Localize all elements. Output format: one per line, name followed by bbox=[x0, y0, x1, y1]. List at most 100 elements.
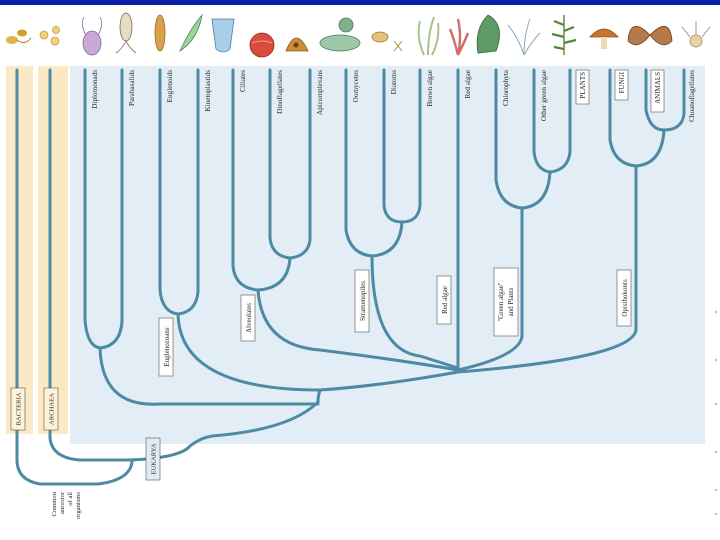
branch-stramenopiles bbox=[370, 254, 460, 370]
red-algae-box bbox=[436, 275, 452, 325]
archaea-panel bbox=[38, 66, 68, 434]
taxon-label: Oomycetes bbox=[352, 70, 360, 103]
animals-box bbox=[650, 69, 665, 113]
eukarya-panel bbox=[70, 66, 705, 444]
taxon-label: Red algae bbox=[464, 70, 472, 99]
branch-diplo-para bbox=[98, 346, 320, 406]
taxon-label-animals: ANIMALS bbox=[654, 72, 662, 104]
branch-chlorophyta bbox=[494, 68, 524, 210]
taxon-label: Apicomplexans bbox=[316, 70, 324, 115]
branch-euglenoids bbox=[158, 68, 180, 316]
branch-root bbox=[96, 460, 134, 486]
taxon-label: Kinetoplastids bbox=[204, 70, 212, 112]
brown-alga-icon bbox=[417, 16, 440, 56]
chlorophyte-icon bbox=[476, 14, 500, 54]
clade-label-opisthokonts: Opisthokonts bbox=[621, 279, 629, 317]
title-banner bbox=[0, 0, 720, 5]
taxon-label: Diatoms bbox=[390, 70, 398, 95]
apicomplexan-icon bbox=[285, 37, 309, 52]
root-label-line: of all bbox=[67, 492, 74, 506]
branch-diplomonads bbox=[83, 68, 102, 350]
branch-dino-apic bbox=[256, 256, 292, 292]
branch-diatoms bbox=[382, 68, 404, 224]
branch-ciliates bbox=[231, 68, 260, 292]
bacteria-icon bbox=[6, 29, 32, 44]
taxon-label: Other green algae bbox=[540, 70, 548, 121]
branch-plants bbox=[548, 68, 572, 174]
clade-label-red-algae: Red algae bbox=[441, 286, 449, 314]
branch-anim-choano bbox=[634, 128, 666, 168]
branch-parabasalids bbox=[98, 68, 124, 350]
domain-labels: BACTERIA ARCHAEA EUKARYA bbox=[10, 387, 161, 481]
branch-crown bbox=[316, 370, 460, 404]
taxon-label: Diplomonads bbox=[91, 70, 99, 109]
clade-label-green-algae: "Green algae" bbox=[497, 282, 505, 321]
bacteria-domain-box bbox=[10, 387, 26, 431]
edge-artifact-dots bbox=[715, 311, 717, 515]
root-label-line: ancestor bbox=[59, 491, 66, 514]
branch-other-green bbox=[532, 68, 552, 174]
mushroom-icon bbox=[589, 28, 619, 49]
parabasalid-icon bbox=[115, 12, 137, 54]
clade-label-and-plants: and Plants bbox=[507, 287, 515, 316]
taxon-label-fungi: FUNGI bbox=[618, 71, 626, 93]
branch-alveolates bbox=[256, 288, 460, 372]
branch-brown-algae bbox=[400, 68, 422, 224]
branch-kinetoplastids bbox=[176, 68, 200, 316]
taxon-label-plants: PLANTS bbox=[579, 72, 587, 99]
oomycete-icon bbox=[319, 17, 361, 52]
red-alga-icon bbox=[448, 18, 470, 56]
green-alga-icon bbox=[507, 18, 541, 56]
branch-euglenozoa bbox=[176, 312, 322, 392]
root-label: Common ancestor of all organisms bbox=[51, 491, 82, 519]
branch-apicomplexans bbox=[288, 68, 312, 260]
taxon-label: Chlorophyta bbox=[502, 69, 510, 106]
archaea-icon bbox=[39, 26, 60, 46]
taxon-label: Dinoflagellates bbox=[276, 70, 284, 114]
branch-animals bbox=[644, 68, 666, 132]
domain-label-eukarya: EUKARYA bbox=[151, 443, 158, 474]
domain-label-archaea: ARCHAEA bbox=[49, 393, 56, 425]
choanoflagellate-icon bbox=[681, 21, 711, 48]
branch-diat-brown bbox=[370, 220, 404, 258]
branch-eukarya-stem bbox=[210, 400, 320, 438]
organism-illustration-strip bbox=[6, 12, 711, 58]
root-label-line: Common bbox=[51, 491, 58, 516]
domain-label-bacteria: BACTERIA bbox=[16, 392, 23, 425]
stramenopiles-box bbox=[354, 269, 370, 333]
branch-og-plants bbox=[520, 170, 552, 210]
branch-oomycetes bbox=[344, 68, 374, 258]
alveolates-box bbox=[240, 294, 256, 342]
branch-opisthokonts bbox=[456, 164, 638, 374]
tree-branches bbox=[15, 68, 686, 486]
fungi-box bbox=[614, 69, 629, 101]
clade-labels: Euglenozoans Alveolates Stramenopiles Re… bbox=[158, 267, 632, 377]
ciliate-icon bbox=[211, 18, 235, 53]
fern-icon bbox=[551, 15, 577, 55]
root-label-line: organisms bbox=[75, 492, 82, 519]
opisthokonts-box bbox=[616, 269, 632, 327]
euglenoid-icon bbox=[154, 14, 166, 52]
clade-label-stramenopiles: Stramenopiles bbox=[359, 281, 367, 321]
taxon-label: Parabasalids bbox=[128, 70, 136, 106]
branch-choano bbox=[662, 68, 686, 132]
kinetoplastid-icon bbox=[179, 13, 203, 53]
diplomonad-icon bbox=[82, 16, 102, 56]
taxon-label: Ciliates bbox=[239, 70, 247, 92]
euglenozoans-box bbox=[158, 317, 174, 377]
branch-archaea bbox=[48, 68, 132, 462]
archaea-domain-box bbox=[43, 387, 59, 431]
eukarya-domain-box bbox=[145, 437, 161, 481]
clade-label-euglenozoans: Euglenozoans bbox=[163, 327, 171, 367]
branch-dinoflagellates bbox=[268, 68, 292, 260]
green-algae-box bbox=[493, 267, 519, 337]
taxon-label: Choanoflagellates bbox=[688, 70, 696, 122]
butterfly-icon bbox=[627, 26, 673, 46]
clade-label-alveolates: Alveolates bbox=[245, 303, 253, 333]
taxon-label: Euglenoids bbox=[166, 70, 174, 103]
dinoflagellate-icon bbox=[249, 32, 275, 58]
plants-box bbox=[575, 69, 590, 105]
diatom-icon bbox=[371, 31, 403, 52]
branch-fungi bbox=[608, 68, 638, 168]
